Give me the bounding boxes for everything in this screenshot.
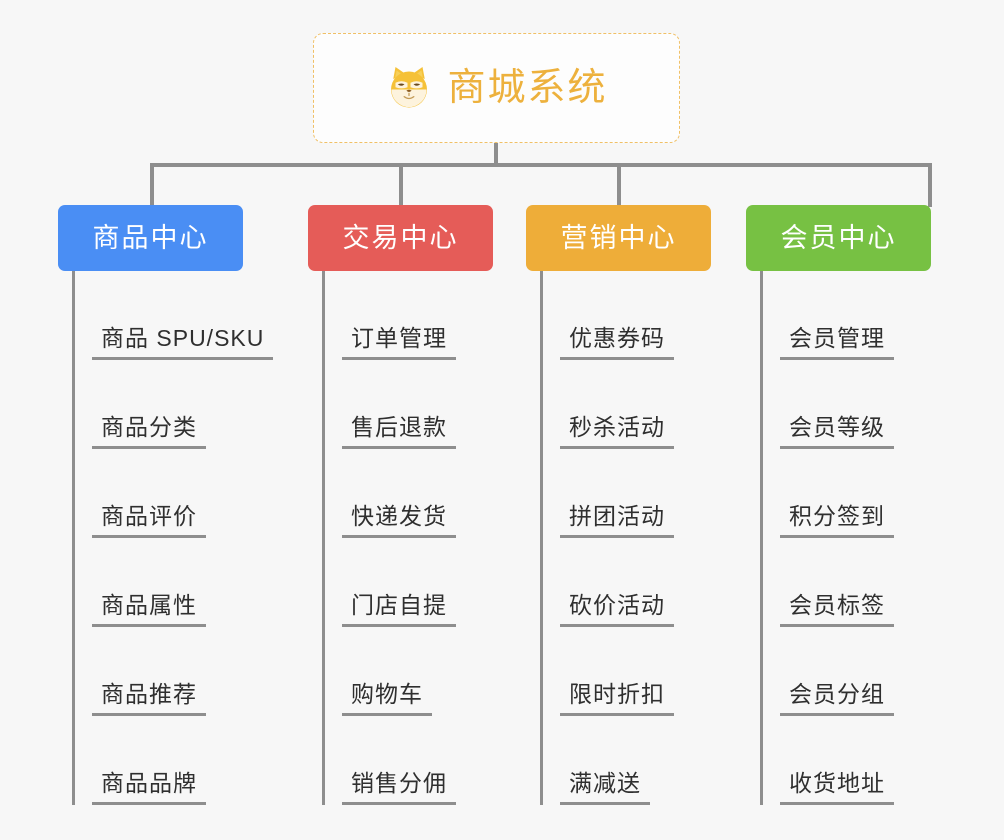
- list-item-label: 收货地址: [780, 770, 894, 805]
- branch-header-label: 营销中心: [560, 222, 677, 253]
- list-item-label: 商品品牌: [92, 770, 206, 805]
- branch-spine: [540, 271, 543, 805]
- list-item-label: 快递发货: [342, 503, 456, 538]
- list-item[interactable]: 销售分佣: [308, 716, 526, 805]
- list-item-label: 满减送: [560, 770, 650, 805]
- branch-spine: [72, 271, 75, 805]
- connector-branch-3: [617, 163, 621, 207]
- branch-spine: [322, 271, 325, 805]
- list-item[interactable]: 门店自提: [308, 538, 526, 627]
- list-item-label: 拼团活动: [560, 503, 674, 538]
- list-item-label: 限时折扣: [560, 681, 674, 716]
- list-item-label: 砍价活动: [560, 592, 674, 627]
- branch-column-member-center: 会员中心 会员管理 会员等级 积分签到 会员标签 会员分组 收货地址: [746, 205, 964, 805]
- connector-horizontal-bus: [150, 163, 932, 167]
- list-item-label: 商品 SPU/SKU: [92, 325, 274, 360]
- list-item-label: 商品属性: [92, 592, 206, 627]
- list-item[interactable]: 秒杀活动: [526, 360, 744, 449]
- list-item[interactable]: 购物车: [308, 627, 526, 716]
- list-item[interactable]: 积分签到: [746, 449, 964, 538]
- list-item[interactable]: 快递发货: [308, 449, 526, 538]
- list-item-label: 会员标签: [780, 592, 894, 627]
- branch-header-trade-center[interactable]: 交易中心: [308, 205, 493, 271]
- branch-header-marketing-center[interactable]: 营销中心: [526, 205, 711, 271]
- list-item[interactable]: 拼团活动: [526, 449, 744, 538]
- list-item[interactable]: 商品 SPU/SKU: [58, 271, 308, 360]
- list-item-label: 购物车: [342, 681, 432, 716]
- branch-items-member-center: 会员管理 会员等级 积分签到 会员标签 会员分组 收货地址: [746, 271, 964, 805]
- list-item-label: 积分签到: [780, 503, 894, 538]
- list-item[interactable]: 砍价活动: [526, 538, 744, 627]
- root-title: 商城系统: [447, 67, 608, 109]
- branch-header-label: 会员中心: [780, 222, 897, 253]
- branch-column-product-center: 商品中心 商品 SPU/SKU 商品分类 商品评价 商品属性 商品推荐 商品品牌: [58, 205, 308, 805]
- branch-column-marketing-center: 营销中心 优惠券码 秒杀活动 拼团活动 砍价活动 限时折扣 满减送: [526, 205, 744, 805]
- connector-branch-1: [150, 163, 154, 207]
- branch-header-product-center[interactable]: 商品中心: [58, 205, 243, 271]
- list-item[interactable]: 订单管理: [308, 271, 526, 360]
- branch-header-label: 商品中心: [92, 222, 209, 253]
- list-item[interactable]: 会员等级: [746, 360, 964, 449]
- list-item[interactable]: 商品品牌: [58, 716, 308, 805]
- list-item[interactable]: 满减送: [526, 716, 744, 805]
- root-node[interactable]: 商城系统: [313, 33, 680, 143]
- list-item-label: 售后退款: [342, 414, 456, 449]
- list-item[interactable]: 会员标签: [746, 538, 964, 627]
- branch-column-trade-center: 交易中心 订单管理 售后退款 快递发货 门店自提 购物车 销售分佣: [308, 205, 526, 805]
- connector-branch-4: [928, 163, 932, 207]
- list-item-label: 销售分佣: [342, 770, 456, 805]
- list-item-label: 会员分组: [780, 681, 894, 716]
- list-item[interactable]: 优惠券码: [526, 271, 744, 360]
- list-item-label: 会员等级: [780, 414, 894, 449]
- list-item-label: 商品分类: [92, 414, 206, 449]
- list-item-label: 订单管理: [342, 325, 456, 360]
- list-item-label: 门店自提: [342, 592, 456, 627]
- list-item-label: 商品评价: [92, 503, 206, 538]
- list-item-label: 秒杀活动: [560, 414, 674, 449]
- list-item[interactable]: 商品推荐: [58, 627, 308, 716]
- list-item[interactable]: 会员分组: [746, 627, 964, 716]
- branch-items-marketing-center: 优惠券码 秒杀活动 拼团活动 砍价活动 限时折扣 满减送: [526, 271, 744, 805]
- list-item[interactable]: 限时折扣: [526, 627, 744, 716]
- list-item[interactable]: 售后退款: [308, 360, 526, 449]
- connector-root-stem: [494, 143, 498, 165]
- branch-items-trade-center: 订单管理 售后退款 快递发货 门店自提 购物车 销售分佣: [308, 271, 526, 805]
- shiba-dog-face-icon: [385, 64, 433, 112]
- list-item[interactable]: 商品属性: [58, 538, 308, 627]
- branch-header-label: 交易中心: [342, 222, 459, 253]
- list-item[interactable]: 商品分类: [58, 360, 308, 449]
- list-item-label: 优惠券码: [560, 325, 674, 360]
- list-item[interactable]: 收货地址: [746, 716, 964, 805]
- list-item-label: 会员管理: [780, 325, 894, 360]
- connector-branch-2: [399, 163, 403, 207]
- branch-spine: [760, 271, 763, 805]
- branch-items-product-center: 商品 SPU/SKU 商品分类 商品评价 商品属性 商品推荐 商品品牌: [58, 271, 308, 805]
- branch-header-member-center[interactable]: 会员中心: [746, 205, 931, 271]
- list-item-label: 商品推荐: [92, 681, 206, 716]
- list-item[interactable]: 商品评价: [58, 449, 308, 538]
- list-item[interactable]: 会员管理: [746, 271, 964, 360]
